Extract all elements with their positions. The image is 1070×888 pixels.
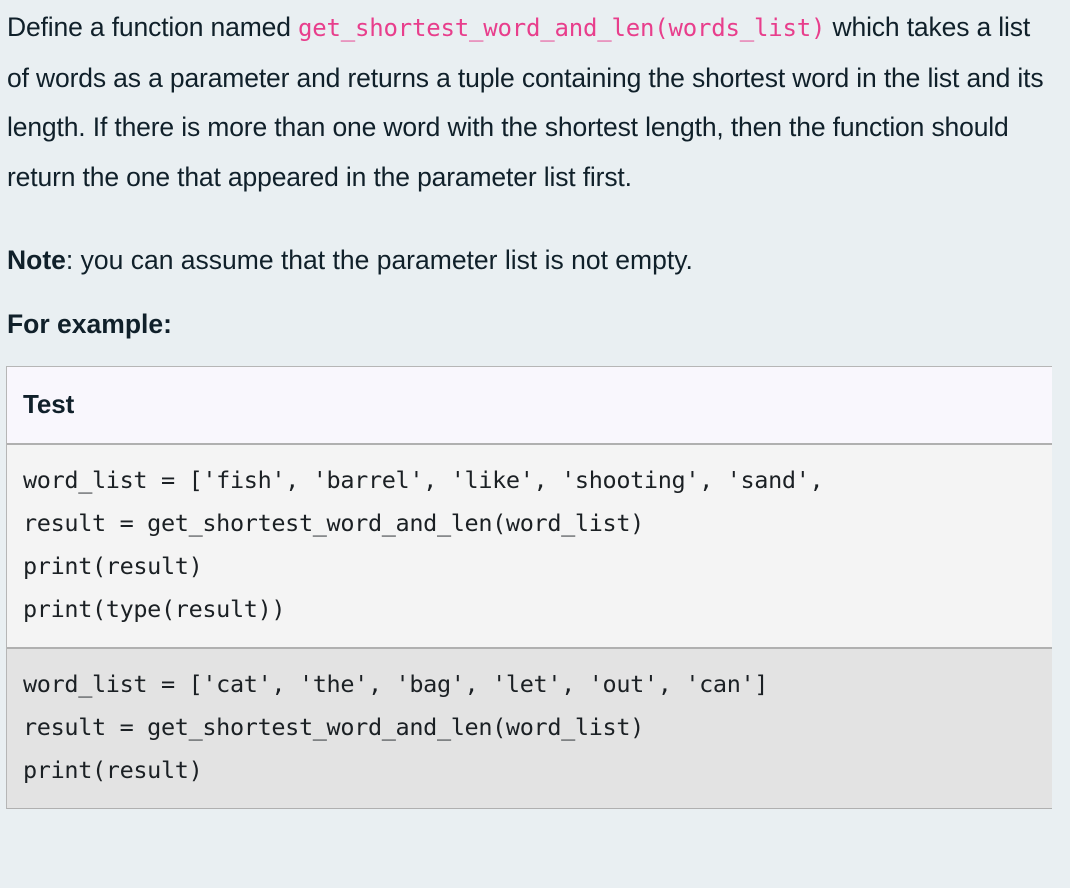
paragraph-text-before-code: Define a function named	[7, 12, 299, 42]
table-header-row: Test	[7, 367, 1052, 445]
question-paragraph: Define a function named get_shortest_wor…	[7, 0, 1052, 202]
for-example-heading: For example:	[7, 309, 172, 339]
column-header-test: Test	[7, 367, 1052, 445]
test-table: Test word_list = ['fish', 'barrel', 'lik…	[7, 367, 1052, 808]
paragraph-text-after-code: which takes a list of words as a paramet…	[7, 12, 1044, 192]
inline-function-signature: get_shortest_word_and_len(words_list)	[298, 14, 826, 42]
note-text: : you can assume that the parameter list…	[65, 245, 693, 275]
test-table-body: word_list = ['fish', 'barrel', 'like', '…	[7, 444, 1052, 808]
note-paragraph: Note: you can assume that the parameter …	[7, 202, 1052, 278]
table-row: word_list = ['fish', 'barrel', 'like', '…	[7, 444, 1052, 649]
test-case-code: word_list = ['cat', 'the', 'bag', 'let',…	[23, 670, 769, 784]
test-case-cell: word_list = ['fish', 'barrel', 'like', '…	[7, 444, 1052, 649]
test-table-container: Test word_list = ['fish', 'barrel', 'lik…	[6, 366, 1052, 809]
test-case-cell: word_list = ['cat', 'the', 'bag', 'let',…	[7, 648, 1052, 808]
table-row: word_list = ['cat', 'the', 'bag', 'let',…	[7, 648, 1052, 808]
question-prose: Define a function named get_shortest_wor…	[0, 0, 1070, 342]
test-case-code: word_list = ['fish', 'barrel', 'like', '…	[23, 466, 824, 623]
note-label: Note	[7, 245, 66, 275]
test-table-head: Test	[7, 367, 1052, 445]
